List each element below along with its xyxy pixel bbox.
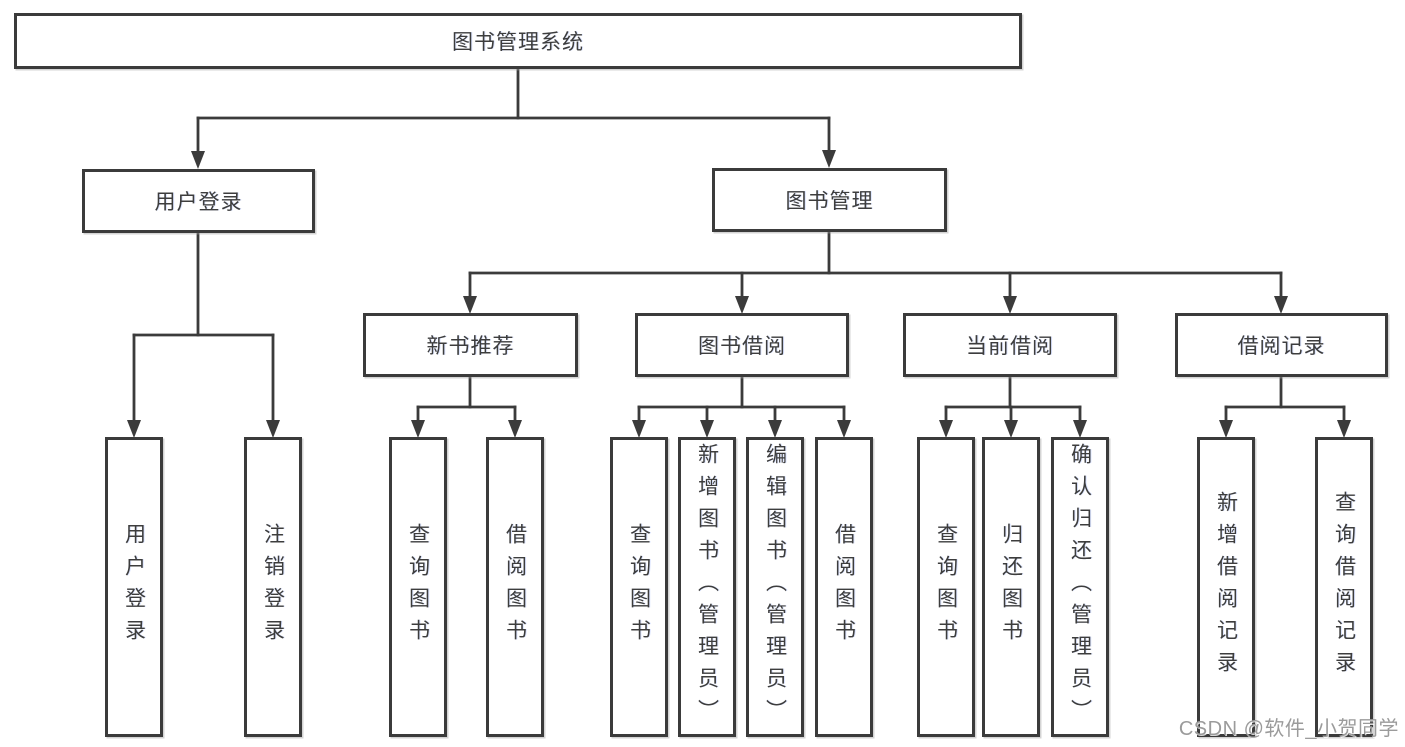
node-label: 查询借阅记录 bbox=[1332, 491, 1356, 683]
leaf-add-borrow-record: 新增借阅记录 bbox=[1197, 437, 1255, 737]
leaf-borrow-books: 借阅图书 bbox=[815, 437, 873, 737]
leaf-user-login: 用户登录 bbox=[105, 437, 163, 737]
node-label: 用户登录 bbox=[122, 523, 146, 651]
node-label: 图书管理系统 bbox=[452, 31, 584, 54]
node-label: 用户登录 bbox=[154, 191, 243, 214]
node-label: 借阅记录 bbox=[1237, 335, 1326, 358]
leaf-logout: 注销登录 bbox=[244, 437, 302, 737]
node-borrow-records: 借阅记录 bbox=[1175, 313, 1388, 377]
leaf-edit-book-admin: 编辑图书（管理员） bbox=[746, 437, 804, 737]
watermark: CSDN @软件_小贺同学 bbox=[1178, 718, 1399, 740]
node-label: 注销登录 bbox=[261, 523, 285, 651]
node-label: 确认归还（管理员） bbox=[1068, 443, 1092, 731]
node-label: 借阅图书 bbox=[832, 523, 856, 651]
node-root-system: 图书管理系统 bbox=[14, 13, 1022, 69]
leaf-confirm-return-admin: 确认归还（管理员） bbox=[1051, 437, 1109, 737]
node-label: 查询图书 bbox=[627, 523, 651, 651]
node-user-login-branch: 用户登录 bbox=[82, 169, 315, 233]
leaf-return-book: 归还图书 bbox=[982, 437, 1040, 737]
node-label: 图书借阅 bbox=[698, 335, 786, 358]
node-label: 图书管理 bbox=[785, 190, 874, 213]
node-label: 当前借阅 bbox=[966, 335, 1054, 358]
node-book-management: 图书管理 bbox=[712, 168, 947, 232]
node-label: 归还图书 bbox=[999, 523, 1023, 651]
node-label: 编辑图书（管理员） bbox=[763, 443, 787, 731]
node-label: 查询图书 bbox=[406, 523, 430, 651]
node-new-book-recommend: 新书推荐 bbox=[363, 313, 578, 377]
node-label: 新增图书（管理员） bbox=[695, 443, 719, 731]
node-label: 新书推荐 bbox=[426, 335, 515, 358]
leaf-query-books-current: 查询图书 bbox=[917, 437, 975, 737]
node-label: 新增借阅记录 bbox=[1214, 491, 1238, 683]
node-current-borrow: 当前借阅 bbox=[903, 313, 1117, 377]
leaf-query-books-borrow: 查询图书 bbox=[610, 437, 668, 737]
leaf-query-borrow-record: 查询借阅记录 bbox=[1315, 437, 1373, 737]
leaf-query-books-recommend: 查询图书 bbox=[389, 437, 447, 737]
node-label: 查询图书 bbox=[934, 523, 958, 651]
leaf-borrow-books-recommend: 借阅图书 bbox=[486, 437, 544, 737]
arrow-down-icons bbox=[127, 150, 1351, 438]
node-book-borrow: 图书借阅 bbox=[635, 313, 849, 377]
node-label: 借阅图书 bbox=[503, 523, 527, 651]
leaf-add-book-admin: 新增图书（管理员） bbox=[678, 437, 736, 737]
